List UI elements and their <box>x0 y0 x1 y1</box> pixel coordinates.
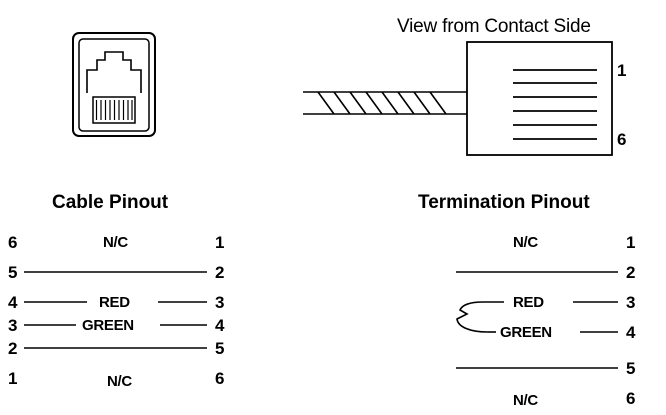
cable-label-green: GREEN <box>82 317 134 334</box>
termination-pinout-wires <box>456 271 618 369</box>
term-label-red: RED <box>513 294 544 311</box>
rj-jack-icon <box>72 32 156 137</box>
cable-right-pin-1: 1 <box>215 233 225 252</box>
plug-pin-top: 1 <box>617 61 627 80</box>
term-label-green: GREEN <box>500 324 552 341</box>
cable-label-red: RED <box>99 294 130 311</box>
term-pin-1: 1 <box>626 233 636 252</box>
term-pin-3: 3 <box>626 293 636 312</box>
plug-pin-bottom: 6 <box>617 130 627 149</box>
cable-right-pin-3: 3 <box>215 293 225 312</box>
cable-right-pin-2: 2 <box>215 263 225 282</box>
cable-right-pin-5: 5 <box>215 339 225 358</box>
cable-left-pin-6: 1 <box>8 369 18 388</box>
cable-left-pin-1: 6 <box>8 233 18 252</box>
cable-label-6: N/C <box>107 373 132 390</box>
cable-left-pin-5: 2 <box>8 339 18 358</box>
cable-pinout-title: Cable Pinout <box>52 192 169 213</box>
term-pin-2: 2 <box>626 263 636 282</box>
cable-label-1: N/C <box>103 234 128 251</box>
plug-contact-side-icon <box>466 41 613 156</box>
cable-right-pin-6: 6 <box>215 369 225 388</box>
term-pin-4: 4 <box>626 323 636 342</box>
term-pin-5: 5 <box>626 359 636 378</box>
red-green-loop <box>456 301 489 333</box>
cable-left-pin-4: 3 <box>8 316 18 335</box>
cable-right-pin-4: 4 <box>215 316 225 335</box>
cable-icon <box>303 91 467 115</box>
termination-pinout-title: Termination Pinout <box>418 192 590 213</box>
cable-left-pin-2: 5 <box>8 263 18 282</box>
term-label-1: N/C <box>513 234 538 251</box>
term-label-6: N/C <box>513 392 538 409</box>
term-pin-6: 6 <box>626 389 636 408</box>
cable-pinout-wires <box>24 271 207 349</box>
cable-left-pin-3: 4 <box>8 293 18 312</box>
view-caption: View from Contact Side <box>397 16 591 37</box>
